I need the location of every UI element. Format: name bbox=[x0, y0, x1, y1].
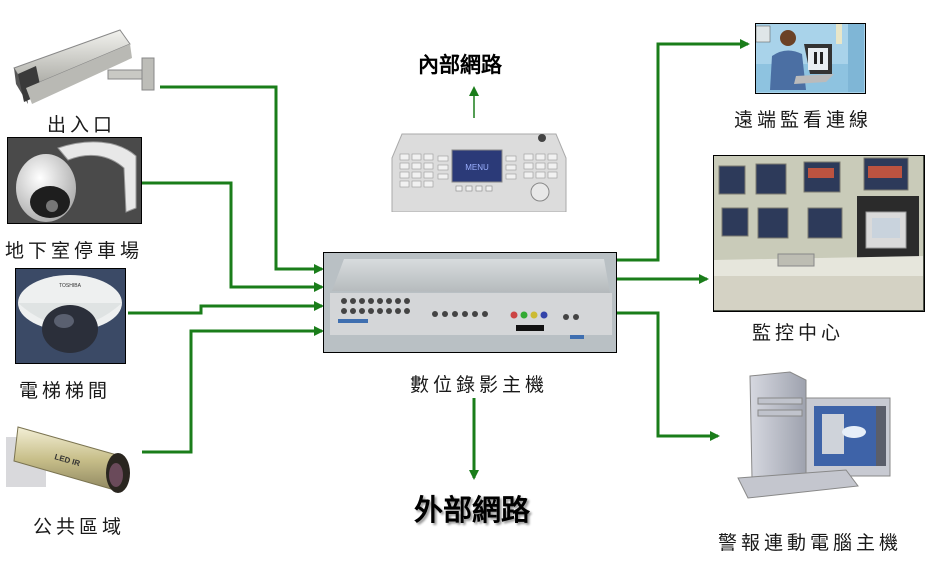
controller-screen-text: MENU bbox=[465, 163, 489, 172]
remote-viewer-label: 遠端監看連線 bbox=[734, 109, 873, 131]
keyboard-controller-icon: MENU bbox=[391, 133, 567, 212]
box-camera-icon bbox=[13, 29, 155, 104]
keyboard-controller[interactable]: MENU bbox=[390, 128, 568, 212]
dvr-unit[interactable] bbox=[323, 252, 617, 353]
wire-parking-to-dvr bbox=[142, 181, 324, 292]
internal-network-label: 內部網路 bbox=[418, 53, 502, 77]
alarm-pc[interactable] bbox=[730, 370, 892, 505]
remote-viewer-icon bbox=[756, 24, 864, 92]
brand-text: TOSHIBA bbox=[59, 283, 82, 289]
dvr-label: 數位錄影主機 bbox=[410, 374, 549, 396]
camera-entrance-label: 出入口 bbox=[47, 114, 117, 136]
control-center-label: 監控中心 bbox=[752, 322, 845, 344]
camera-parking-label: 地下室停車場 bbox=[5, 240, 144, 262]
monitor-wall-icon bbox=[714, 156, 923, 310]
desktop-computer-icon bbox=[737, 371, 891, 499]
camera-elevator[interactable]: TOSHIBA bbox=[15, 268, 126, 364]
control-center[interactable] bbox=[713, 155, 925, 312]
camera-parking[interactable] bbox=[7, 137, 142, 224]
ir-bullet-camera-icon: LED IR bbox=[6, 426, 130, 493]
wire-public-to-dvr bbox=[142, 326, 324, 454]
camera-public[interactable]: LED IR bbox=[6, 407, 136, 497]
wire-entrance-to-dvr bbox=[160, 85, 324, 274]
dvr-unit-icon bbox=[330, 259, 612, 339]
external-network-label: 外部網路 bbox=[414, 493, 531, 527]
camera-entrance[interactable] bbox=[8, 22, 158, 104]
remote-viewer[interactable] bbox=[755, 23, 866, 94]
dome-camera-icon: TOSHIBA bbox=[18, 275, 122, 353]
camera-public-label: 公共區域 bbox=[33, 516, 126, 538]
camera-elevator-label: 電梯梯間 bbox=[19, 380, 112, 402]
wire-dvr-to-alarm-pc bbox=[617, 311, 720, 441]
alarm-pc-label: 警報連動電腦主機 bbox=[718, 532, 903, 554]
wire-elevator-to-dvr bbox=[128, 301, 324, 315]
speed-dome-camera-icon bbox=[16, 141, 137, 222]
wire-dvr-to-remote bbox=[617, 39, 750, 262]
